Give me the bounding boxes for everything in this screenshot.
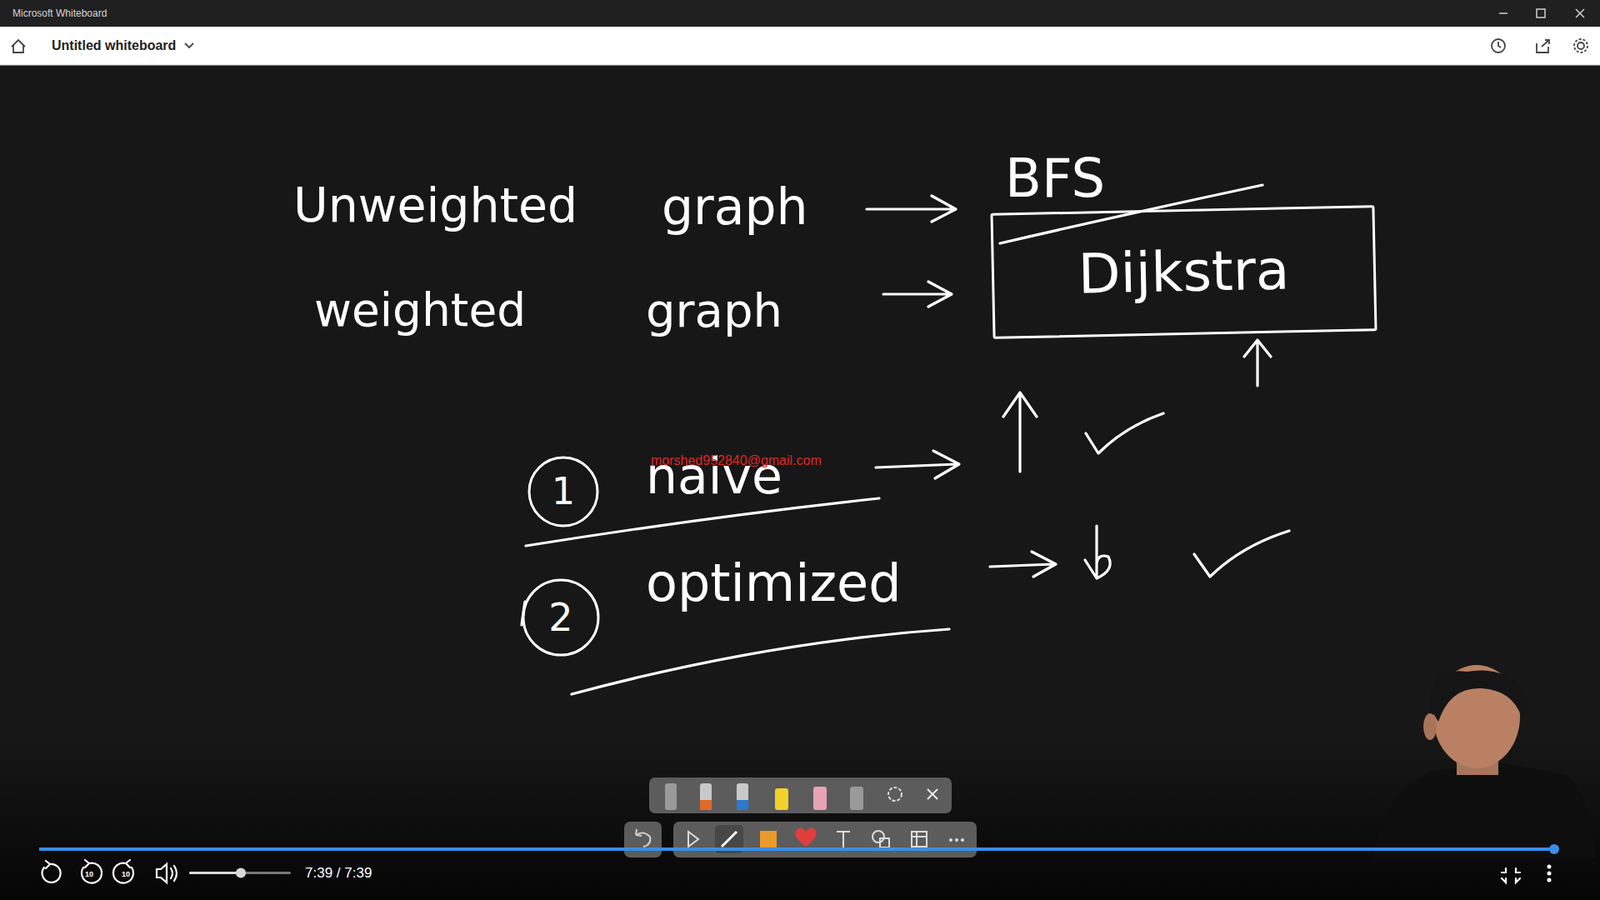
circled-number: 2 [523,580,599,655]
node-text: 1 [551,473,575,510]
time-display: 7:39 / 7:39 [305,865,372,880]
skip-seconds: 10 [121,870,130,879]
node-text: Dijkstra [1077,242,1290,302]
handwritten-word: graph [645,287,783,335]
window-title: Microsoft Whiteboard [12,8,107,19]
handwritten-word: BFS [1005,151,1105,205]
video-controls [39,844,1560,884]
boxed-word: Dijkstra [990,205,1377,340]
presenter-webcam [1373,665,1596,859]
circled-number: 1 [529,457,598,526]
ink-toolbar [624,777,977,858]
handwritten-word: weighted [314,287,526,334]
toolbar-icons [11,39,1588,53]
handwritten-word: Unweighted [293,181,578,230]
handwritten-word: graph [661,181,809,232]
watermark: morshed952840@gmail.com [650,454,822,468]
ink-strokes [521,185,1290,695]
handwritten-word: optimized [645,557,902,610]
board-name: Untitled whiteboard [51,39,176,53]
app-toolbar [0,26,1600,65]
skip-seconds: 10 [85,870,94,879]
window-buttons [1499,9,1585,18]
title-bar [0,0,1600,27]
node-text: 2 [548,598,573,637]
